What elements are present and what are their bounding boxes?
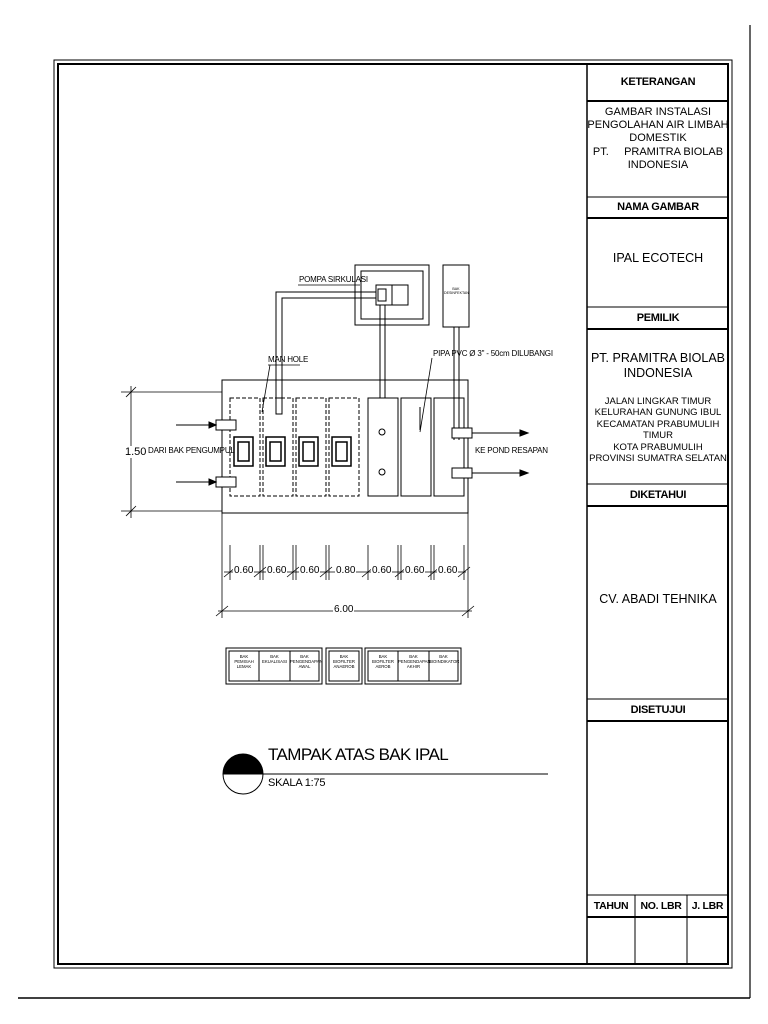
diketahui-header: DIKETAHUI: [629, 488, 687, 501]
inner-border: [57, 63, 729, 965]
segment-dim: 0.60: [299, 565, 321, 576]
nama-gambar-header: NAMA GAMBAR: [617, 201, 699, 214]
legend-line: AKHIR: [406, 663, 421, 669]
keterangan-line: GAMBAR INSTALASI: [604, 106, 712, 118]
segment-dim: 0.80: [335, 565, 357, 576]
segment-dim: 0.60: [437, 565, 459, 576]
pemilik-header: PEMILIK: [636, 311, 680, 324]
chamber-legend: BAK BIOFILTER AEROB: [368, 654, 398, 670]
chamber-legend: BAK BIOFILTER ANAEROB: [329, 654, 359, 670]
pompa-label: POMPA SIRKULASI: [299, 275, 368, 284]
legend-line: EKUALISASI: [261, 658, 288, 664]
address-line: KECAMATAN PRABUMULIH TIMUR: [596, 418, 720, 442]
leader-lines: [261, 284, 433, 433]
view-title: TAMPAK ATAS BAK IPAL: [268, 745, 449, 764]
pompa-housing: [354, 264, 430, 326]
segment-dim: 0.60: [266, 565, 288, 576]
legend-line: BIOINDIKATOR: [429, 658, 460, 664]
nama-gambar-value: IPAL ECOTECH: [612, 251, 704, 265]
inlet-label: DARI BAK PENGUMPUL: [148, 446, 235, 455]
pemilik-name-line: INDONESIA: [623, 366, 693, 380]
legend-line: PENGENDAPAN: [290, 658, 323, 664]
outlet-label: KE POND RESAPAN: [475, 446, 548, 455]
pipa-label: PIPA PVC Ø 3" - 50cm DILUBANGI: [433, 349, 553, 358]
manholes: [233, 436, 352, 467]
chamber-legend: BAK EKUALISASI: [259, 654, 290, 665]
pemilik-address: JALAN LINGKAR TIMUR KELURAHAN GUNUNG IBU…: [587, 396, 729, 464]
legend-line: BIOFILTER: [372, 658, 394, 664]
legend-line: PEMISAH LEMAK: [234, 658, 254, 669]
keterangan-line: DOMESTIK: [629, 132, 687, 145]
keterangan-line: PENGOLAHAN AIR LIMBAH: [587, 119, 729, 132]
pemilik-name-line: PT. PRAMITRA BIOLAB: [590, 351, 726, 365]
legend-line: AEROB: [375, 663, 391, 669]
flow-arrows: [176, 421, 530, 486]
legend-line: BAK: [300, 654, 309, 659]
title-block-grid: [587, 100, 728, 964]
legend-line: BAK: [378, 654, 388, 659]
legend-line: BAK: [439, 654, 448, 659]
legend-line: BAK: [409, 654, 418, 659]
diketahui-value: CV. ABADI TEHNIKA: [599, 592, 717, 606]
segment-dim: 0.60: [371, 565, 393, 576]
outer-border: [53, 59, 733, 969]
address-line: JALAN LINGKAR TIMUR: [604, 396, 712, 407]
tank-outline: [221, 379, 469, 514]
height-dimension-value: 1.50: [124, 446, 148, 458]
keterangan-line: PT. PRAMITRA BIOLAB: [592, 145, 724, 158]
legend-line: ANAEROB: [333, 663, 355, 669]
chamber-legend: BAK BIOINDIKATOR: [429, 654, 460, 665]
section-symbol-icon: [222, 753, 548, 795]
pump-piping: [275, 291, 460, 440]
legend-line: BAK: [239, 654, 249, 659]
manhole-label: MAN HOLE: [268, 355, 309, 364]
legend-line: BAK: [339, 654, 349, 659]
j-lbr-header: J. LBR: [691, 900, 724, 912]
bak-desinfektan-label: BAK DESINFEKTAN: [444, 287, 469, 296]
address-line: PROVINSI SUMATRA SELATAN: [589, 452, 727, 464]
keterangan-text: GAMBAR INSTALASI PENGOLAHAN AIR LIMBAH D…: [587, 106, 729, 172]
address-line: KOTA PRABUMULIH: [613, 441, 703, 453]
total-dimension-value: 6.00: [333, 604, 355, 615]
keterangan-header: KETERANGAN: [620, 76, 696, 89]
tank-compartments: [229, 397, 465, 497]
chamber-legend: BAK PEMISAH LEMAK: [229, 654, 259, 670]
view-scale: SKALA 1:75: [268, 777, 326, 789]
disetujui-header: DISETUJUI: [630, 703, 686, 716]
legend-line: BIOFILTER: [333, 658, 355, 664]
chamber-legend: BAK PENGENDAPAN AWAL: [290, 654, 323, 670]
legend-line: BAK: [270, 654, 279, 659]
no-lbr-header: NO. LBR: [640, 900, 682, 912]
pemilik-name: PT. PRAMITRA BIOLAB INDONESIA: [587, 351, 729, 381]
segment-dim: 0.60: [233, 565, 255, 576]
address-line: KELURAHAN GUNUNG IBUL: [594, 407, 722, 419]
chamber-legend-boxes: [225, 647, 462, 685]
keterangan-line: INDONESIA: [627, 158, 689, 171]
legend-line: AWAL: [298, 663, 311, 669]
bak-desinfektan: [442, 264, 470, 328]
segment-dim: 0.60: [404, 565, 426, 576]
chamber-legend: BAK PENGENDAPAN AKHIR: [398, 654, 431, 670]
tahun-header: TAHUN: [593, 900, 629, 912]
legend-line: PENGENDAPAN: [398, 658, 431, 664]
